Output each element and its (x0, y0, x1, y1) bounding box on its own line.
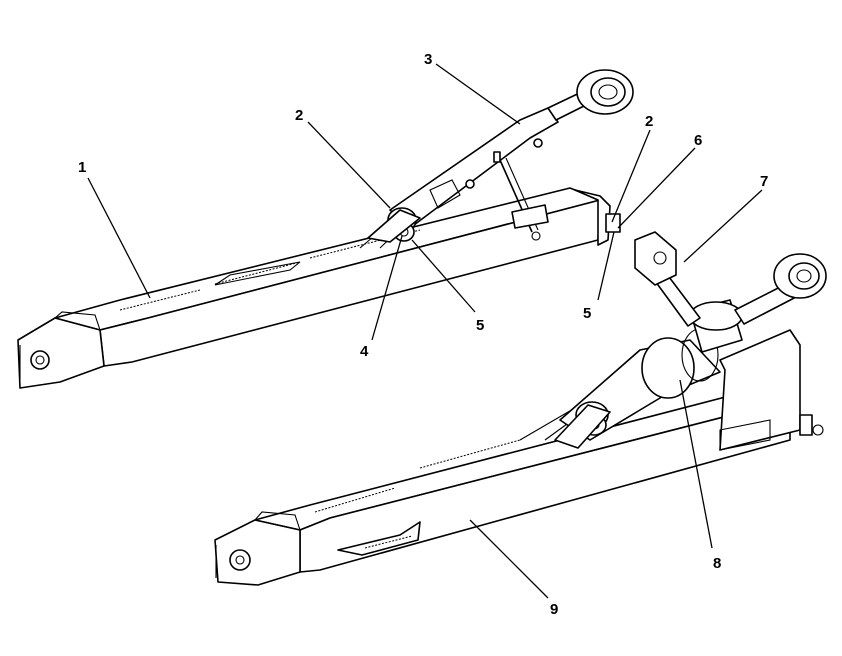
callout-3: 3 (424, 51, 432, 68)
callout-9: 9 (550, 601, 558, 618)
callout-4: 4 (360, 343, 369, 360)
callout-7: 7 (760, 173, 768, 190)
leader-2b (611, 129, 651, 223)
leader-lines (87, 63, 763, 599)
callout-6: 6 (694, 132, 702, 149)
leader-8 (679, 379, 713, 549)
callout-1: 1 (78, 159, 86, 176)
cylinder-link (554, 231, 827, 449)
callout-2b: 2 (645, 113, 653, 130)
callout-5a: 5 (476, 317, 484, 334)
leader-6 (617, 147, 696, 229)
leader-3 (435, 63, 521, 125)
callout-8: 8 (713, 555, 721, 572)
lower-lower-link-arm (214, 329, 824, 586)
leader-2a (307, 121, 391, 209)
top-link (367, 69, 634, 243)
callout-labels: 1 2 2 3 4 5 5 6 7 8 9 (78, 51, 768, 618)
leader-1 (87, 177, 151, 299)
callout-5b: 5 (583, 305, 591, 322)
leader-5a (411, 239, 476, 313)
leader-4 (371, 235, 403, 341)
callout-2a: 2 (295, 107, 303, 124)
leader-5b (597, 231, 615, 301)
upper-lower-link-arm (17, 187, 621, 389)
leader-9 (469, 519, 549, 599)
leader-7 (683, 189, 763, 263)
